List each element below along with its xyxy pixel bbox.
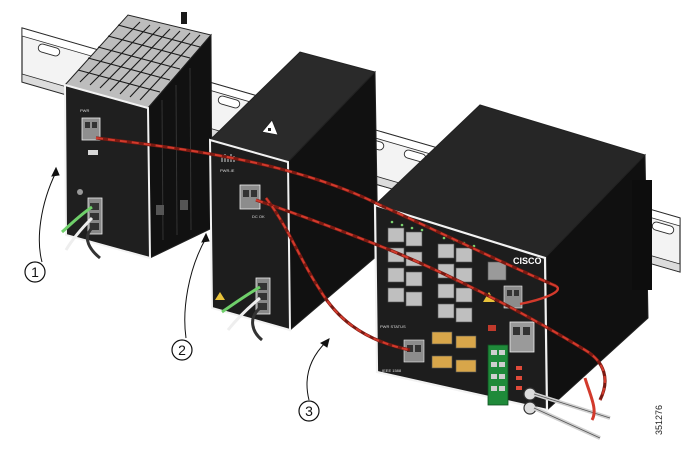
callout-2: 2 [171,339,193,361]
industrial-switch: CISCO PWR STATUS IEEE 1588 [373,104,652,440]
dc-power-cable-1 [95,136,560,306]
cisco-logo: CISCO [513,256,542,266]
figure-id: 351276 [654,405,664,435]
svg-text:DC OK: DC OK [252,214,265,219]
svg-text:PWR-IE: PWR-IE [220,168,235,173]
line-wire-2 [251,306,264,342]
power-supply-1: PWR [61,12,213,260]
callout-3: 3 [298,400,320,422]
dc-power-cable-3 [264,197,411,352]
neutral-wire [64,216,94,251]
callout-1: 1 [24,261,46,283]
svg-text:PWR STATUS: PWR STATUS [380,324,406,329]
svg-text:PWR: PWR [80,108,89,113]
caution-icon [215,292,225,300]
dc-input-connector [509,321,535,353]
leader-line-3 [306,341,327,401]
ethernet-port-block-1 [387,227,423,307]
neutral-wire-2 [226,296,261,331]
callout-1-label: 1 [31,264,39,280]
leader-line-1 [38,171,57,263]
callout-2-label: 2 [178,342,186,358]
side-fins [161,67,192,241]
svg-text:IEEE 1588: IEEE 1588 [382,368,402,373]
ground-wire [61,205,93,234]
console-port [487,261,507,281]
vent-grille [77,21,201,101]
warning-label-icon [261,119,279,136]
dc-power-cable-2 [255,198,607,421]
callout-leaders [38,166,330,401]
ground-wire-2 [221,285,261,314]
status-led [77,189,83,195]
callout-3-label: 3 [305,403,313,419]
sfp-ports [431,331,477,373]
leader-line-2 [184,237,207,339]
line-wire [86,226,101,260]
